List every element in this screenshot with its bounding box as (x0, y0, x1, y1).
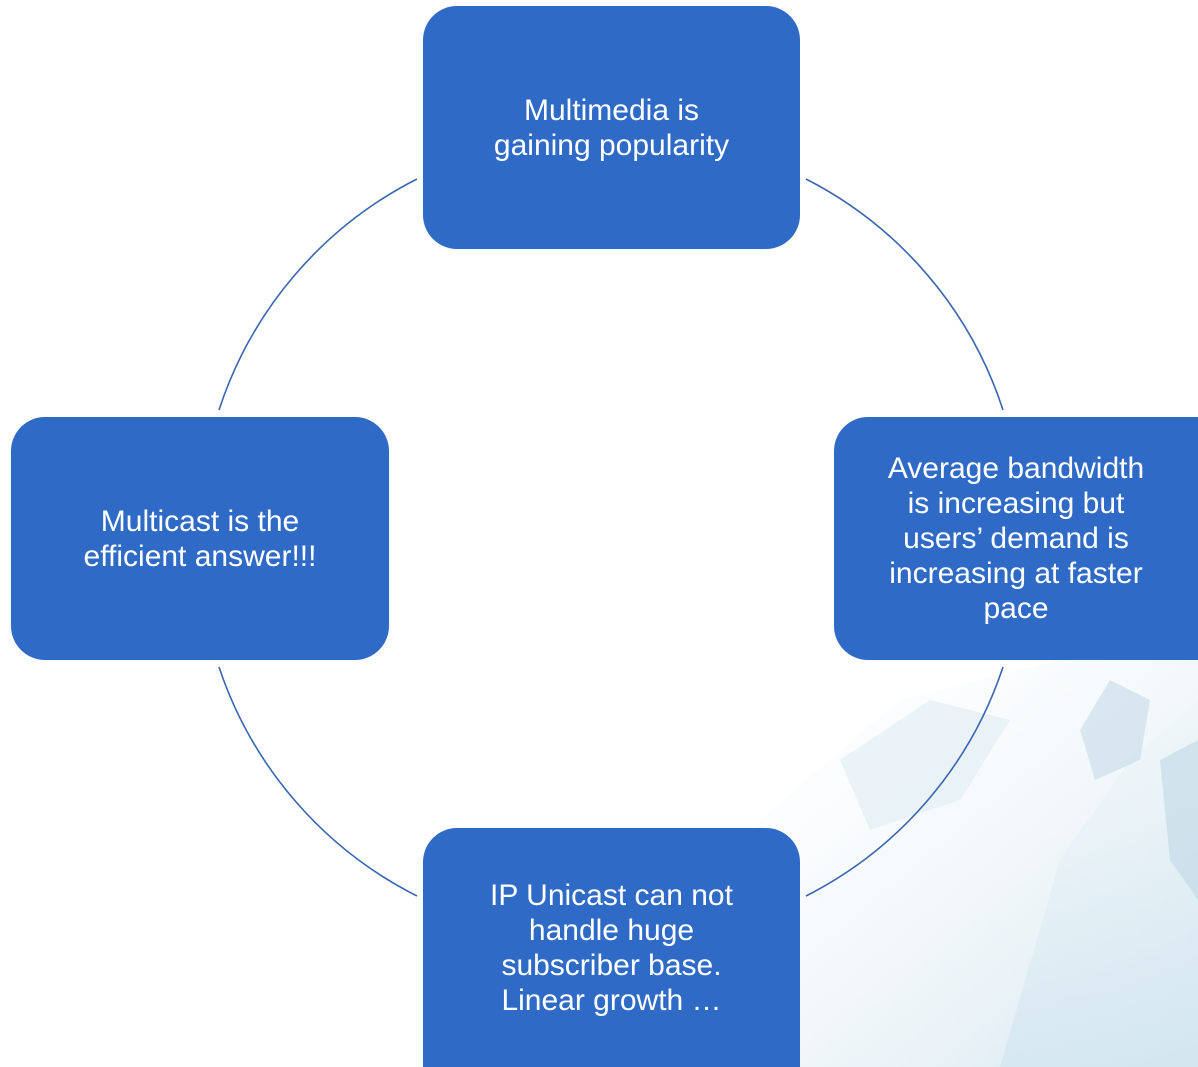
cycle-node-bandwidth: Average bandwidth is increasing but user… (834, 417, 1198, 660)
node-label: Average bandwidth is increasing but user… (887, 452, 1145, 625)
node-label: IP Unicast can not handle huge subscribe… (490, 878, 733, 1017)
cycle-node-multicast: Multicast is the efficient answer!!! (11, 417, 389, 660)
connector-left-top (218, 178, 418, 411)
cycle-node-multimedia: Multimedia is gaining popularity (423, 6, 800, 249)
connector-bottom-left (218, 666, 418, 897)
connector-right-bottom (805, 666, 1004, 897)
node-label: Multimedia is gaining popularity (493, 93, 730, 162)
node-label: Multicast is the efficient answer!!! (83, 504, 317, 573)
connector-top-right (805, 178, 1004, 411)
cycle-node-unicast: IP Unicast can not handle huge subscribe… (423, 828, 800, 1067)
